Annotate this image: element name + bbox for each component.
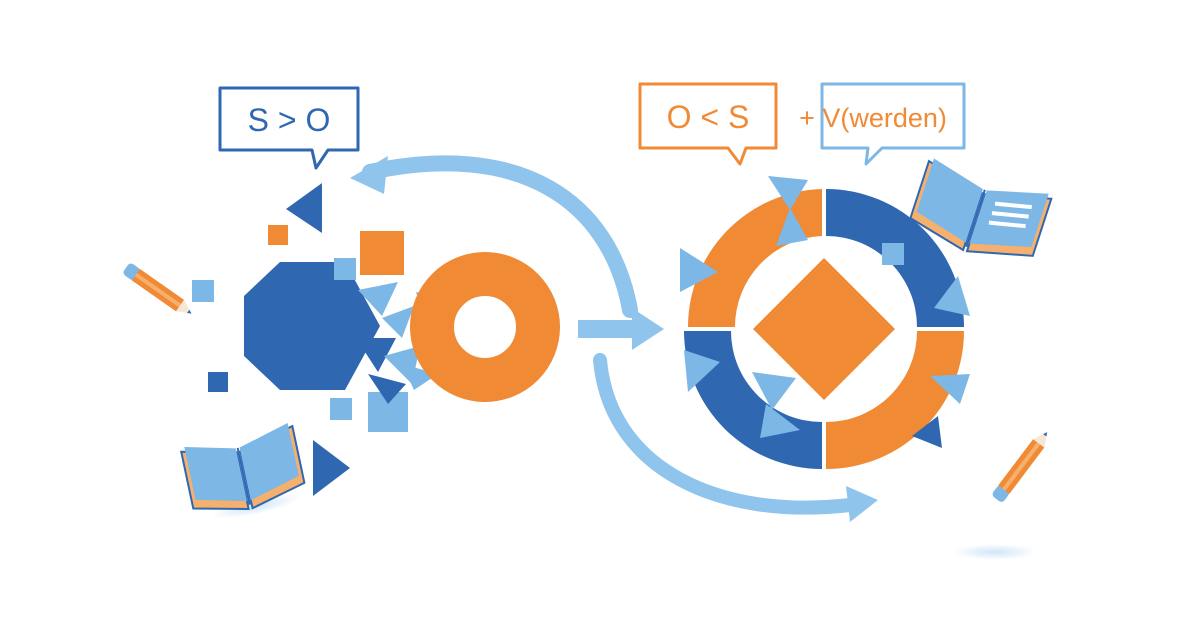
left-blue-square-1 (208, 372, 228, 392)
middle-arrow-head (632, 308, 664, 350)
right-tri-4 (684, 350, 720, 392)
right-tri-8 (930, 374, 970, 404)
ring-bottom-left-blue (684, 331, 822, 469)
right-speech-bubble-main: O < S (638, 82, 778, 166)
bottom-curved-arrow (593, 353, 857, 515)
top-curved-arrow-head (350, 156, 388, 194)
cluster-light-tri-2 (382, 306, 414, 338)
cluster-light-tri-5 (402, 364, 438, 390)
middle-arrow-shaft (578, 320, 636, 338)
left-light-square-2 (334, 258, 356, 280)
left-orange-ring (410, 252, 560, 402)
right-tri-5 (752, 372, 796, 410)
bottom-curved-arrow-head (846, 486, 878, 522)
left-shape-cluster (192, 183, 560, 496)
right-tri-3 (680, 248, 718, 292)
left-bubble-label: S > O (248, 102, 331, 138)
right-tri-2 (776, 208, 808, 246)
right-speech-bubble-extra: + V(werden) (799, 82, 966, 166)
right-open-book (909, 158, 1053, 257)
right-tri-1 (768, 176, 808, 210)
right-bubble-extra-label: + V(werden) (799, 103, 947, 133)
center-orange-diamond (753, 258, 895, 400)
pencil-tip-right (1033, 432, 1048, 448)
left-orange-square-small (268, 225, 288, 245)
blue-hexagon (244, 262, 380, 390)
right-shape-cluster (680, 176, 970, 469)
ring-bottom-right-orange (826, 331, 964, 469)
cluster-blue-tri-2 (368, 374, 406, 404)
left-top-triangle (286, 183, 322, 233)
cluster-light-tri-1 (358, 282, 398, 316)
right-pencil (992, 432, 1048, 502)
cluster-blue-tri-1 (356, 338, 396, 372)
left-light-square-1 (192, 280, 214, 302)
top-curved-arrow (362, 155, 638, 318)
left-book-left-cover (184, 447, 247, 502)
pencil-tip-left (176, 299, 192, 314)
left-book-right-cover (239, 423, 299, 501)
left-orange-square-large (360, 231, 404, 275)
right-tri-7 (934, 276, 970, 316)
right-book-left-cover (916, 158, 983, 243)
flow-arrows (350, 155, 878, 522)
left-speech-bubble: S > O (218, 86, 360, 170)
right-light-square (882, 243, 904, 265)
left-pencil (123, 263, 192, 314)
left-light-square-4 (330, 398, 352, 420)
right-tri-9 (912, 416, 942, 448)
right-book-right-cover (969, 190, 1049, 247)
left-bottom-triangle (313, 440, 350, 496)
right-book-shadow (953, 544, 1037, 560)
right-bubble-main-label: O < S (667, 99, 750, 135)
left-open-book (179, 423, 306, 519)
right-tri-6 (760, 404, 800, 438)
